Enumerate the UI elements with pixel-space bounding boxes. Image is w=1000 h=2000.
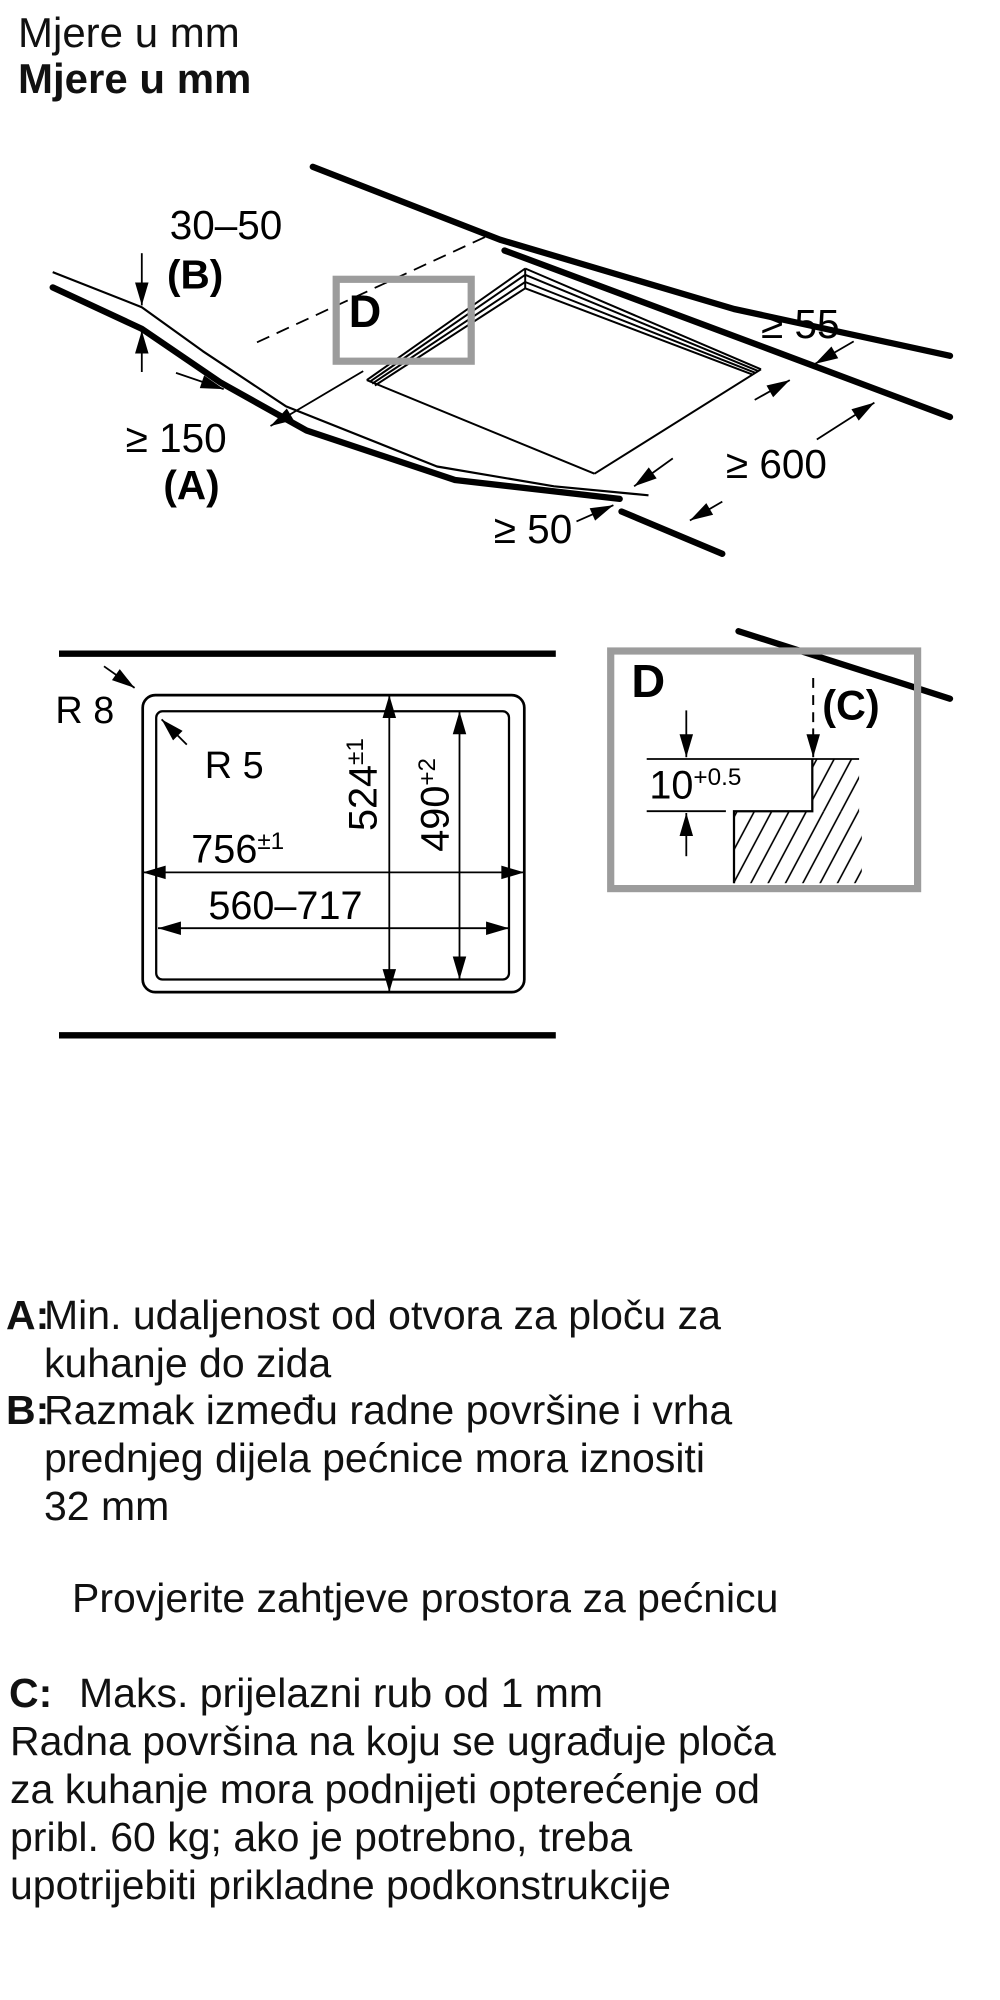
cabinet-width-label: 560–717	[208, 884, 362, 928]
cutout-inner-outline	[155, 710, 511, 981]
cutout-back-right-edge	[524, 267, 762, 371]
ref-a-label: (A)	[163, 462, 219, 508]
detail-d-labels: D (C) 10+0.5	[631, 655, 879, 808]
plan-view-arrows	[103, 665, 525, 993]
worktop-section-hatch	[812, 759, 860, 812]
inner-radius-label: R 5	[205, 745, 264, 787]
step-height-value: 10	[649, 764, 693, 808]
top-view-arrows	[135, 253, 875, 523]
inner-depth-tolerance: +2	[414, 758, 441, 786]
note-a-line: kuhanje do zida	[44, 1340, 332, 1386]
note-b-line: prednjeg dijela pećnice mora iznositi	[44, 1435, 705, 1481]
worktop-back-edge-line	[501, 247, 954, 421]
note-b-line: 32 mm	[44, 1483, 170, 1529]
note-a-label: A:	[6, 1292, 50, 1338]
side-clearance-label: ≥ 150	[126, 415, 227, 461]
radius-r5-arrow	[160, 718, 188, 746]
cutout-plan-view: R 8 R 5 756±1 560–717 524±1 490+2	[55, 650, 556, 1039]
back-clearance-arrow	[814, 340, 855, 365]
cutout-outer-outline	[141, 693, 526, 994]
cutout-back-left-edge	[374, 287, 526, 387]
note-c-line: Maks. prijelazni rub od 1 mm	[79, 1670, 604, 1716]
front-edge-segment	[618, 508, 726, 557]
note-b-label: B:	[6, 1387, 50, 1433]
worktop-depth-label: ≥ 600	[726, 441, 827, 487]
detail-d-frame	[607, 647, 922, 893]
inner-depth-label: 490+2	[414, 758, 458, 852]
worktop-cutout	[366, 267, 762, 475]
cutout-front-right-edge	[593, 368, 762, 475]
top-perspective-view: D 30–50 (B) ≥ 55 ≥ 150 (A) ≥ 600 ≥ 50	[49, 163, 954, 702]
cutout-width-tolerance: ±1	[257, 828, 284, 855]
step-height-tolerance: +0.5	[693, 764, 741, 791]
side-clearance-arrow	[270, 370, 364, 427]
cutout-front-left-edge	[366, 379, 595, 475]
note-check-line: Provjerite zahtjeve prostora za pećnicu	[72, 1575, 779, 1621]
ref-c-label: (C)	[822, 682, 879, 728]
worktop-section-hatch	[734, 811, 862, 884]
note-load-line: pribl. 60 kg; ako je potrebno, treba	[10, 1814, 633, 1860]
cutout-width-value: 756	[191, 828, 257, 872]
detail-d-view: D (C) 10+0.5	[607, 647, 922, 893]
depth-arrow	[689, 500, 723, 522]
cutout-back-right-edge	[524, 273, 759, 373]
worktop-thickness-label: 30–50	[170, 202, 283, 248]
note-load-line: upotrijebiti prikladne podkonstrukcije	[10, 1862, 671, 1908]
back-clearance-arrow	[754, 379, 791, 401]
depth-arrow	[816, 401, 875, 441]
front-clearance-label: ≥ 50	[494, 506, 573, 552]
detail-d-callout-label: D	[349, 286, 382, 337]
page-title-bold: Mjere u mm	[18, 55, 252, 102]
cutout-back-right-edge	[524, 281, 756, 374]
cutout-depth-tolerance: ±1	[342, 738, 369, 765]
ref-b-label: (B)	[167, 251, 223, 297]
radius-r8-arrow	[103, 665, 136, 689]
cutout-depth-value: 524	[342, 765, 386, 831]
detail-d-title: D	[631, 655, 665, 707]
front-clearance-arrow	[576, 504, 614, 523]
cutout-width-label: 756±1	[191, 828, 284, 872]
installation-diagram: D 30–50 (B) ≥ 55 ≥ 150 (A) ≥ 600 ≥ 50	[49, 163, 954, 1039]
top-view-labels: 30–50 (B) ≥ 55 ≥ 150 (A) ≥ 600 ≥ 50	[126, 202, 840, 552]
step-height-label: 10+0.5	[649, 764, 741, 808]
worktop-front-edge-top-line	[52, 271, 649, 497]
cutout-back-left-edge	[371, 281, 526, 385]
worktop-front-edge-bottom-line	[49, 284, 623, 503]
note-c-label: C:	[9, 1670, 53, 1716]
cutout-back-left-edge	[368, 273, 526, 383]
outer-radius-label: R 8	[55, 690, 114, 732]
page-title: Mjere u mm	[18, 9, 240, 56]
note-load-line: Radna površina na koju se ugrađuje ploča	[10, 1718, 776, 1764]
plan-view-labels: R 8 R 5 756±1 560–717 524±1 490+2	[55, 690, 457, 928]
back-clearance-label: ≥ 55	[761, 301, 840, 347]
note-b-line: Razmak između radne površine i vrha	[44, 1387, 733, 1433]
wall-edge-line	[309, 163, 954, 359]
step-profile-line	[732, 759, 814, 884]
side-clearance-arrow	[175, 372, 224, 390]
detail-d-callout-frame	[332, 275, 475, 365]
cutout-back-right-edge	[524, 287, 754, 376]
note-load-line: za kuhanje mora podnijeti opterećenje od	[10, 1766, 760, 1812]
front-clearance-arrow	[633, 457, 674, 488]
note-a-line: Min. udaljenost od otvora za ploču za	[44, 1292, 721, 1338]
cutout-depth-label: 524±1	[342, 738, 386, 831]
inner-depth-value: 490	[414, 786, 458, 852]
